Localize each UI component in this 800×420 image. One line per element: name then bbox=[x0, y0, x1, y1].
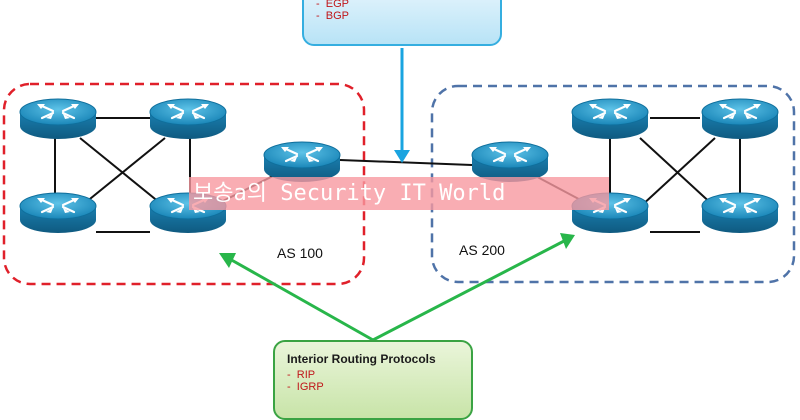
as200-label: AS 200 bbox=[459, 242, 505, 258]
router-icon[interactable] bbox=[18, 191, 98, 235]
routers bbox=[18, 97, 780, 235]
watermark-banner: 보송a의 Security IT World bbox=[189, 177, 609, 210]
link bbox=[639, 137, 716, 208]
protocol-item: - BGP bbox=[316, 10, 350, 22]
router-icon[interactable] bbox=[262, 140, 342, 184]
interior-protocols-box: Interior Routing Protocols - RIP - IGRP bbox=[273, 340, 473, 420]
interior-arrow-left bbox=[227, 256, 374, 342]
router-icon[interactable] bbox=[470, 140, 550, 184]
interior-arrow-left-head bbox=[219, 253, 236, 268]
interior-arrow-right-head bbox=[560, 233, 575, 249]
exterior-protocols-box: - EGP - BGP bbox=[302, 0, 502, 46]
interior-protocol-list: - RIP - IGRP bbox=[287, 369, 324, 393]
exterior-arrow-head bbox=[394, 150, 410, 163]
interior-protocols-title: Interior Routing Protocols bbox=[287, 352, 436, 366]
protocol-item: - RIP bbox=[287, 369, 316, 381]
link bbox=[79, 137, 166, 208]
interior-arrow-right bbox=[372, 238, 567, 342]
exterior-protocol-list: - EGP - BGP bbox=[316, 0, 349, 22]
router-icon[interactable] bbox=[570, 97, 650, 141]
router-icon[interactable] bbox=[18, 97, 98, 141]
protocol-item: - IGRP bbox=[287, 381, 324, 393]
as100-label: AS 100 bbox=[277, 245, 323, 261]
router-icon[interactable] bbox=[700, 97, 780, 141]
router-icon[interactable] bbox=[700, 191, 780, 235]
diagram-canvas bbox=[2, 48, 796, 342]
arrows bbox=[219, 48, 575, 342]
link bbox=[339, 159, 473, 166]
protocol-item: - EGP bbox=[316, 0, 350, 10]
as200-boundary bbox=[430, 84, 796, 284]
router-icon[interactable] bbox=[148, 97, 228, 141]
